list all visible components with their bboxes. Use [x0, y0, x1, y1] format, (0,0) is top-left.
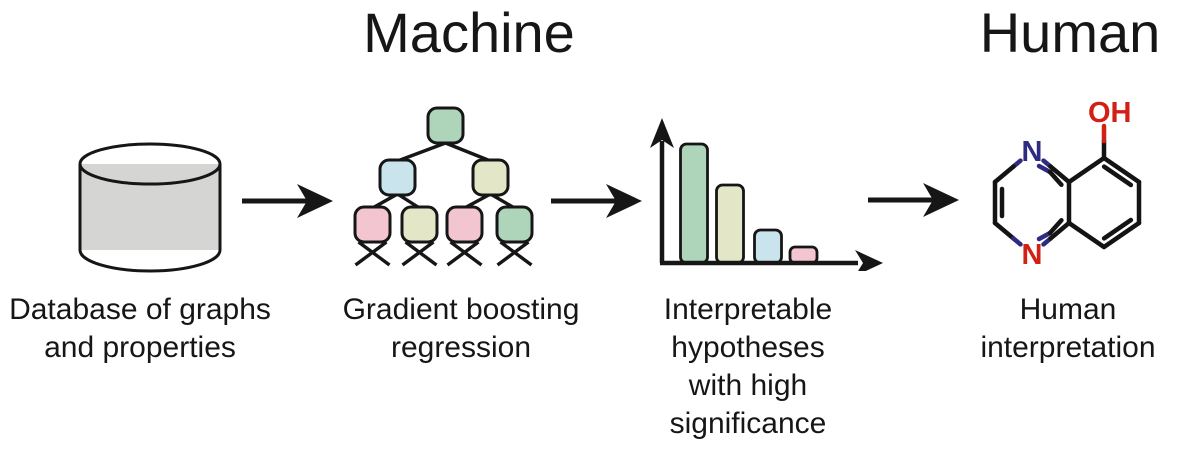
tree-node-leaf-1 — [353, 205, 392, 244]
tree-node-root — [426, 106, 465, 145]
nitrogen-atom-label-bottom: N — [1022, 239, 1043, 271]
machine-section-title: Machine — [363, 1, 575, 64]
tree-node-leaf-4 — [495, 205, 534, 244]
caption-hypotheses: Interpretable hypotheses with high signi… — [663, 293, 833, 440]
tree-node-leaf-3 — [445, 205, 484, 244]
caption-gradient-boosting: Gradient boosting regression — [342, 293, 580, 364]
bar-3 — [753, 228, 783, 265]
significance-bar-chart-icon — [650, 118, 883, 271]
molecule-icon: N N OH — [992, 97, 1142, 271]
caption-database: Database of graphs and properties — [9, 293, 271, 364]
flow-arrow-2-icon — [551, 184, 642, 218]
flow-arrow-1-icon — [242, 184, 333, 218]
hydroxyl-group-label: OH — [1088, 97, 1132, 129]
caption-human-interpretation: Human interpretation — [980, 293, 1156, 364]
tree-node-l2-right — [471, 158, 510, 197]
tree-truncated-branches — [354, 240, 533, 267]
gradient-boosting-tree-icon — [353, 106, 534, 267]
molecule-bonds — [992, 123, 1142, 250]
bar-4 — [788, 245, 819, 265]
cylinder-top — [78, 142, 222, 186]
human-section-title: Human — [979, 1, 1161, 64]
database-icon — [78, 142, 222, 273]
bar-1 — [679, 142, 709, 265]
bar-2 — [715, 183, 745, 265]
x-axis-arrow — [660, 250, 883, 271]
y-axis-arrow — [650, 118, 674, 263]
tree-node-leaf-2 — [400, 205, 439, 244]
flow-arrow-3-icon — [868, 183, 959, 217]
tree-node-l2-left — [378, 158, 417, 197]
nitrogen-atom-label-top: N — [1022, 136, 1043, 168]
